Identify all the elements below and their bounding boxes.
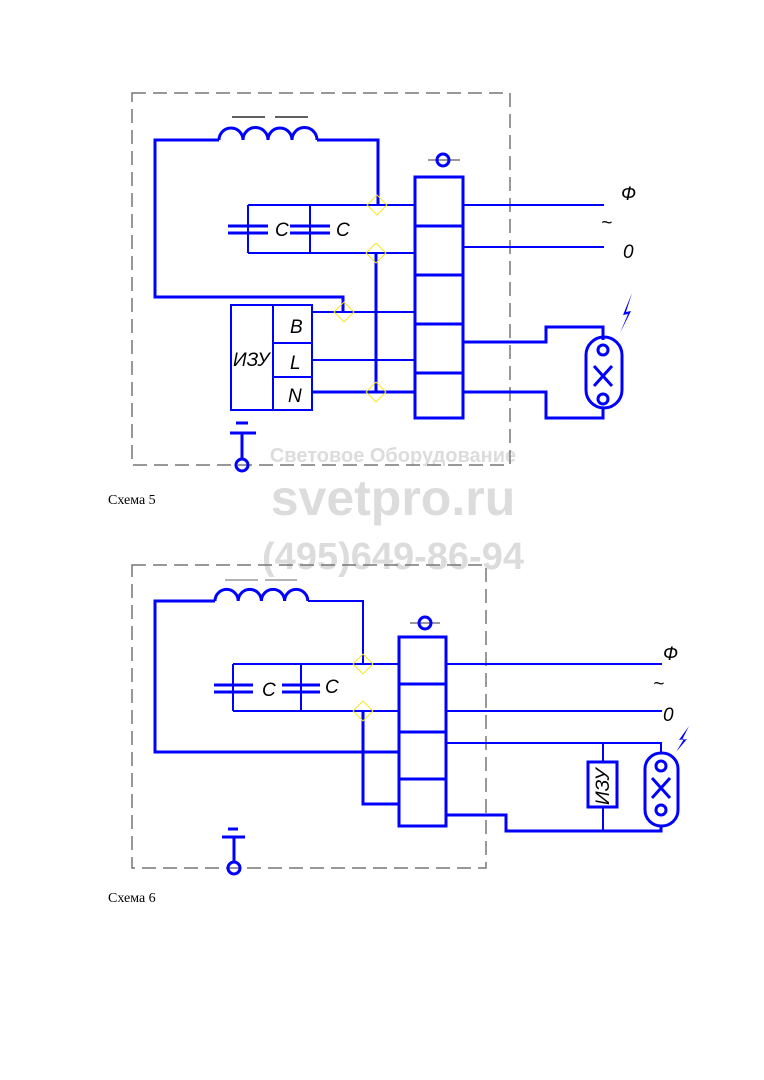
watermark-company: Световое Оборудование bbox=[270, 445, 516, 467]
terminal-block bbox=[397, 635, 448, 828]
ground-icon bbox=[230, 421, 256, 473]
terminal-block bbox=[413, 175, 465, 420]
capacitor-icon bbox=[228, 224, 268, 235]
lightning-icon bbox=[676, 726, 689, 752]
capacitor-icon bbox=[214, 683, 253, 694]
capacitor-icon bbox=[290, 224, 330, 235]
neutral-label: 0 bbox=[663, 705, 674, 726]
capacitor-label: C bbox=[275, 220, 289, 241]
scheme-caption: Схема 5 bbox=[108, 493, 156, 508]
connector-icon bbox=[410, 615, 440, 631]
enclosure-outline bbox=[131, 92, 511, 466]
watermark-phone: (495)649-86-94 bbox=[262, 536, 524, 578]
wires bbox=[153, 138, 605, 420]
igniter-block bbox=[230, 304, 313, 411]
igniter-terminal-n: N bbox=[288, 386, 302, 407]
scheme-6: C C Ф ~ 0 ИЗУ bbox=[108, 564, 689, 906]
capacitor-label: C bbox=[262, 680, 276, 701]
watermark-site: svetpro.ru bbox=[271, 470, 516, 526]
watermark: Световое Оборудование svetpro.ru (495)64… bbox=[262, 445, 524, 578]
igniter-label: ИЗУ bbox=[593, 767, 614, 805]
igniter-terminal-b: B bbox=[290, 317, 303, 338]
junction-markers bbox=[352, 653, 374, 722]
neutral-label: 0 bbox=[623, 242, 634, 263]
enclosure-outline bbox=[131, 564, 487, 869]
ground-icon bbox=[222, 827, 245, 876]
wires bbox=[153, 599, 663, 833]
lamp-icon bbox=[584, 335, 624, 410]
igniter-block: ИЗУ bbox=[586, 760, 619, 809]
lamp-icon bbox=[643, 751, 680, 828]
igniter-terminal-l: L bbox=[290, 353, 301, 374]
inductor-icon bbox=[213, 579, 310, 602]
phase-label: Ф bbox=[663, 644, 678, 665]
phase-label: Ф bbox=[621, 184, 636, 205]
scheme-caption: Схема 6 bbox=[108, 891, 156, 906]
ac-label: ~ bbox=[653, 674, 664, 695]
connector-icon bbox=[428, 152, 460, 168]
capacitor-label: C bbox=[325, 677, 339, 698]
scheme-5: C C ИЗУ B L N Ф ~ 0 bbox=[108, 92, 636, 508]
inductor-icon bbox=[217, 116, 319, 141]
ac-label: ~ bbox=[601, 213, 612, 234]
igniter-label: ИЗУ bbox=[233, 350, 271, 371]
junction-markers bbox=[333, 194, 388, 403]
capacitor-label: C bbox=[336, 220, 350, 241]
lightning-icon bbox=[620, 293, 632, 333]
capacitor-icon bbox=[282, 683, 320, 694]
